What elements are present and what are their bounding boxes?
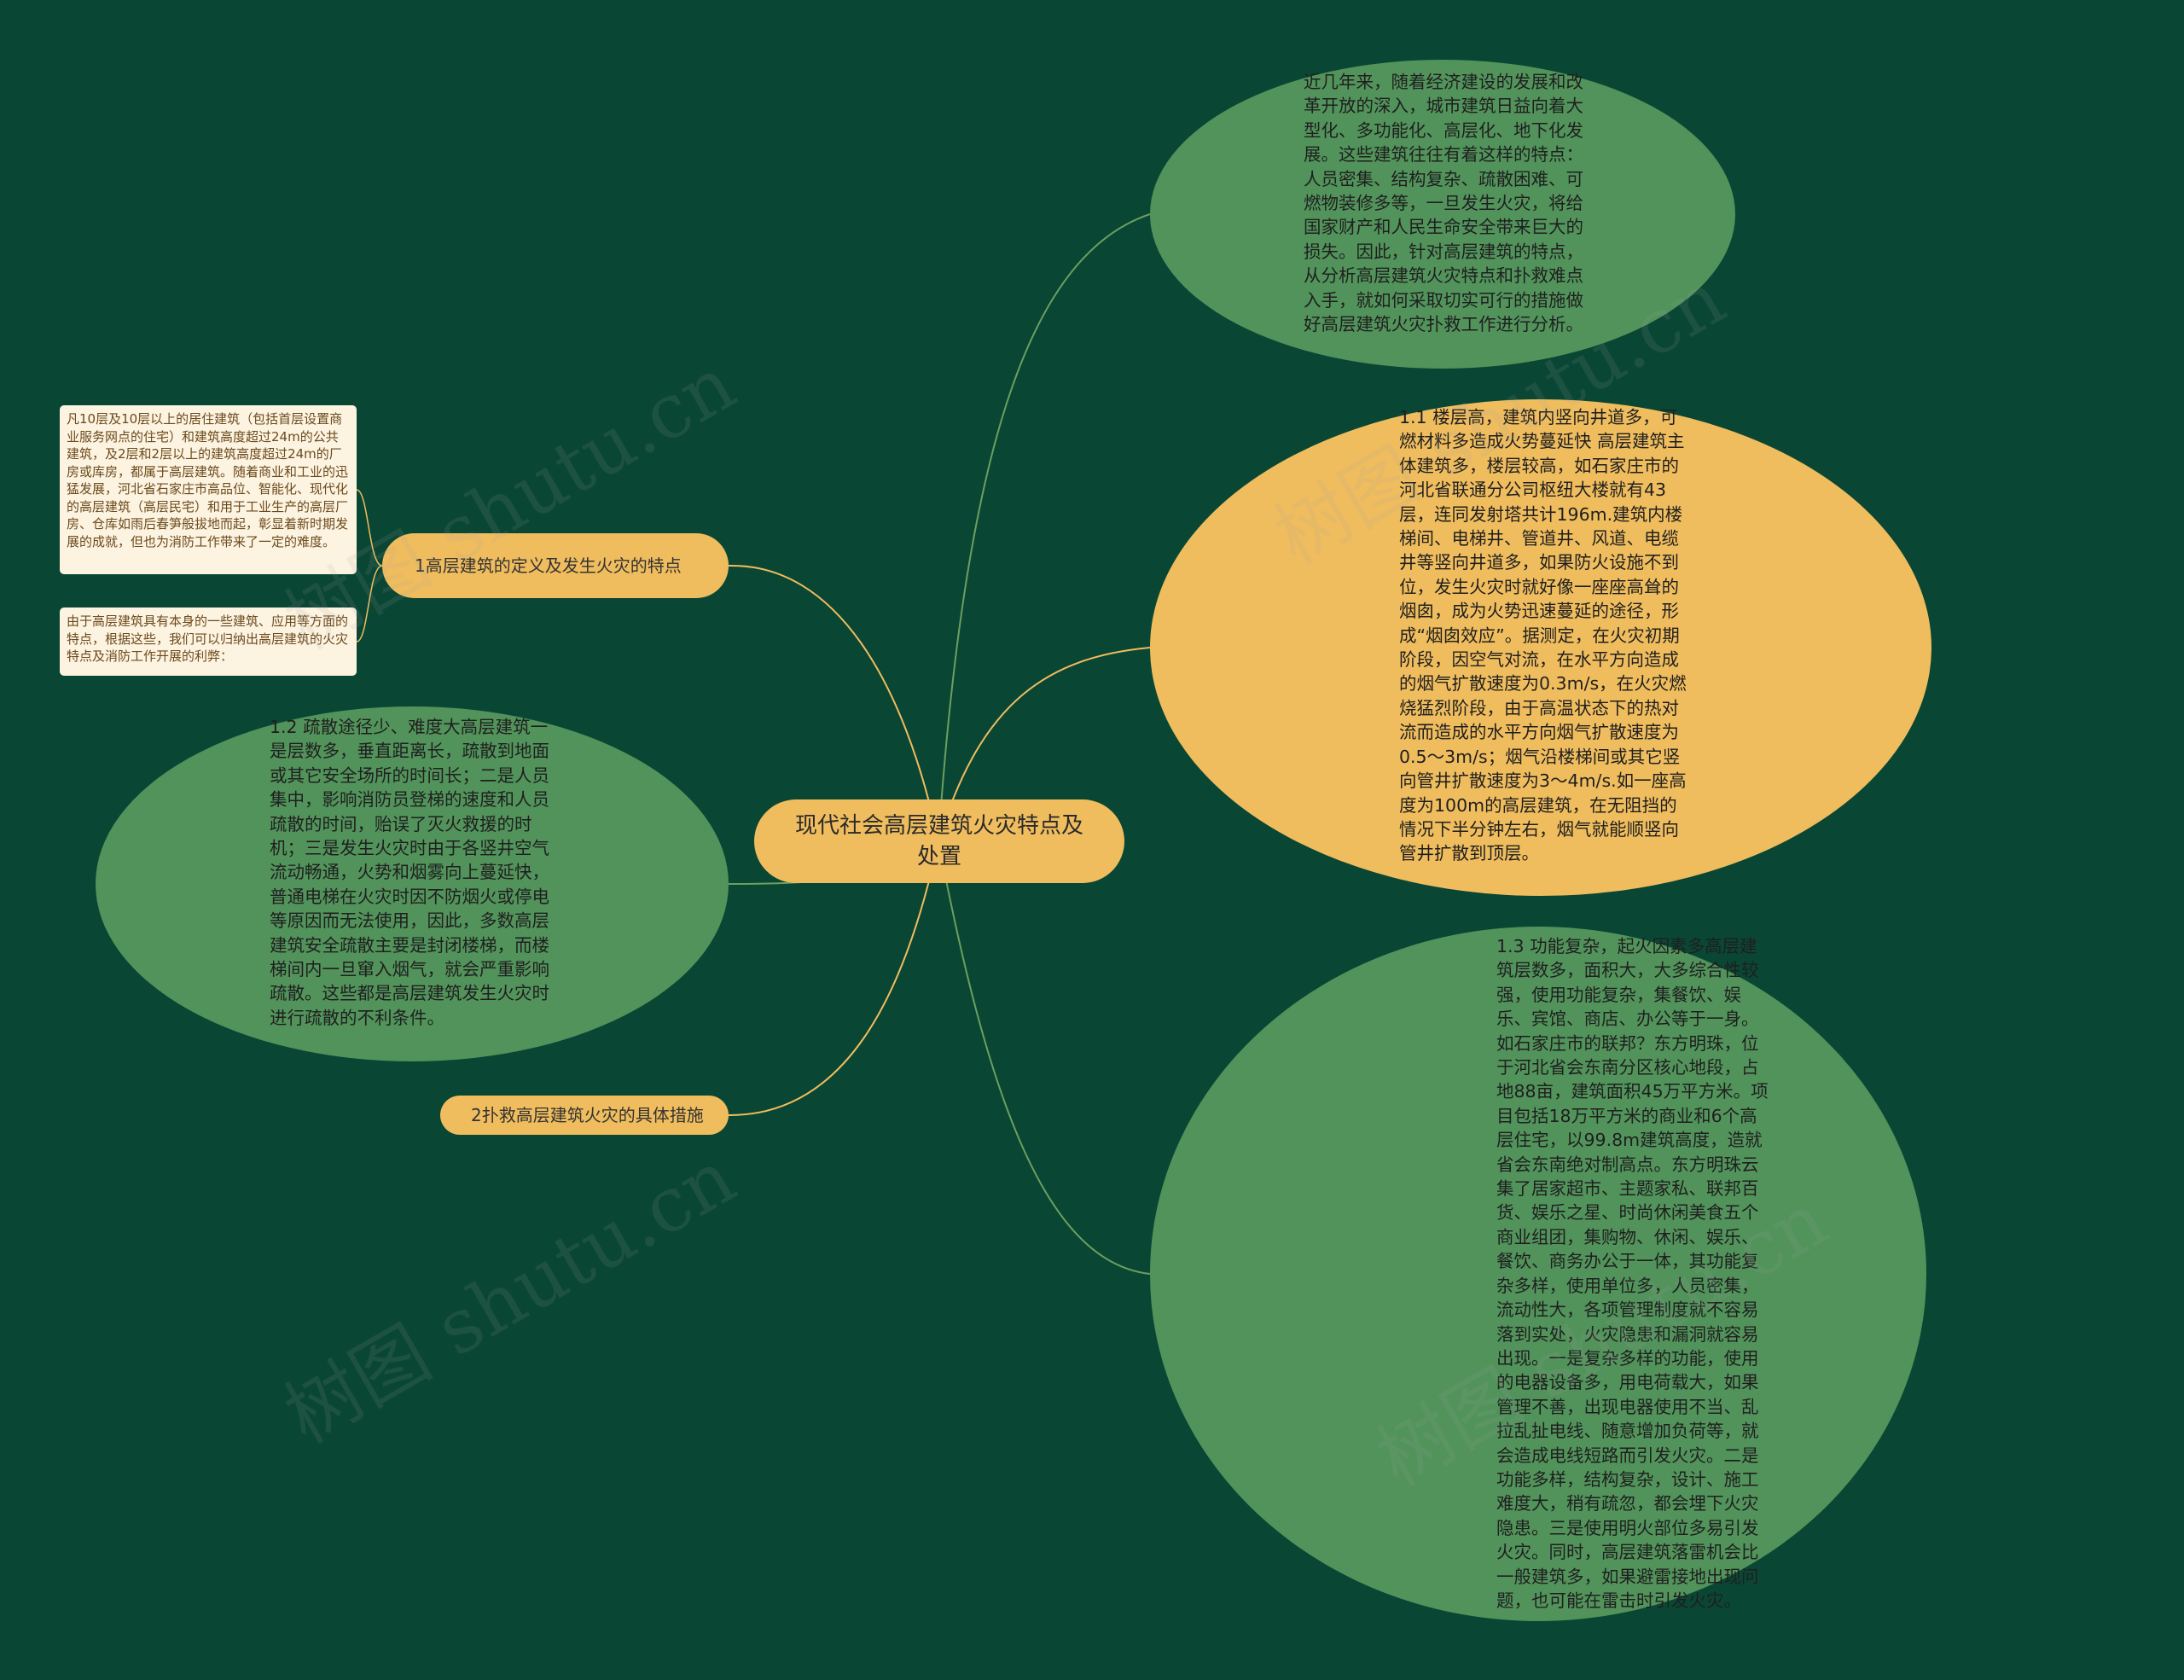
note-definition-text: 凡10层及10层以上的居住建筑（包括首层设置商业服务网点的住宅）和建筑高度超过2… xyxy=(67,411,349,549)
branch-definition-label: 1高层建筑的定义及发生火灾的特点 xyxy=(415,555,682,576)
point-1-2-node[interactable]: 1.2 疏散途径少、难度大高层建筑一是层数多，垂直距离长，疏散到地面或其它安全场… xyxy=(96,706,729,1061)
edge-center-branch2 xyxy=(728,840,939,1117)
edge-branch1-note2 xyxy=(356,565,383,642)
point-1-1-node[interactable]: 1.1 楼层高，建筑内竖向井道多，可燃材料多造成火势蔓延快 高层建筑主体建筑多，… xyxy=(1150,399,1931,896)
branch-rescue-measures[interactable]: 2扑救高层建筑火灾的具体措施 xyxy=(440,1096,729,1135)
note-definition[interactable]: 凡10层及10层以上的居住建筑（包括首层设置商业服务网点的住宅）和建筑高度超过2… xyxy=(60,405,357,574)
note-fire-features[interactable]: 由于高层建筑具有本身的一些建筑、应用等方面的特点，根据这些，我们可以归纳出高层建… xyxy=(60,607,357,676)
edge-center-point1 xyxy=(938,647,1151,842)
point-1-1-text: 1.1 楼层高，建筑内竖向井道多，可燃材料多造成火势蔓延快 高层建筑主体建筑多，… xyxy=(1399,407,1687,864)
edge-center-intro xyxy=(938,213,1151,842)
point-1-2-text: 1.2 疏散途径少、难度大高层建筑一是层数多，垂直距离长，疏散到地面或其它安全场… xyxy=(270,717,549,1028)
edge-branch1-note1 xyxy=(356,489,383,567)
intro-text: 近几年来，随着经济建设的发展和改革开放的深入，城市建筑日益向着大型化、多功能化、… xyxy=(1304,72,1583,335)
edge-center-point3 xyxy=(938,840,1151,1275)
branch-rescue-label: 2扑救高层建筑火灾的具体措施 xyxy=(471,1105,704,1125)
intro-node[interactable]: 近几年来，随着经济建设的发展和改革开放的深入，城市建筑日益向着大型化、多功能化、… xyxy=(1150,60,1735,369)
branch-definition-features[interactable]: 1高层建筑的定义及发生火灾的特点 xyxy=(382,533,729,598)
point-1-3-text: 1.3 功能复杂，起火因素多高层建筑层数多，面积大，大多综合性较强，使用功能复杂… xyxy=(1496,936,1769,1611)
point-1-3-node[interactable]: 1.3 功能复杂，起火因素多高层建筑层数多，面积大，大多综合性较强，使用功能复杂… xyxy=(1150,927,1926,1621)
note-fire-features-text: 由于高层建筑具有本身的一些建筑、应用等方面的特点，根据这些，我们可以归纳出高层建… xyxy=(67,613,349,664)
edge-center-branch1 xyxy=(728,564,939,842)
central-topic[interactable]: 现代社会高层建筑火灾特点及处置 xyxy=(754,799,1124,883)
central-topic-label: 现代社会高层建筑火灾特点及处置 xyxy=(794,813,1083,869)
